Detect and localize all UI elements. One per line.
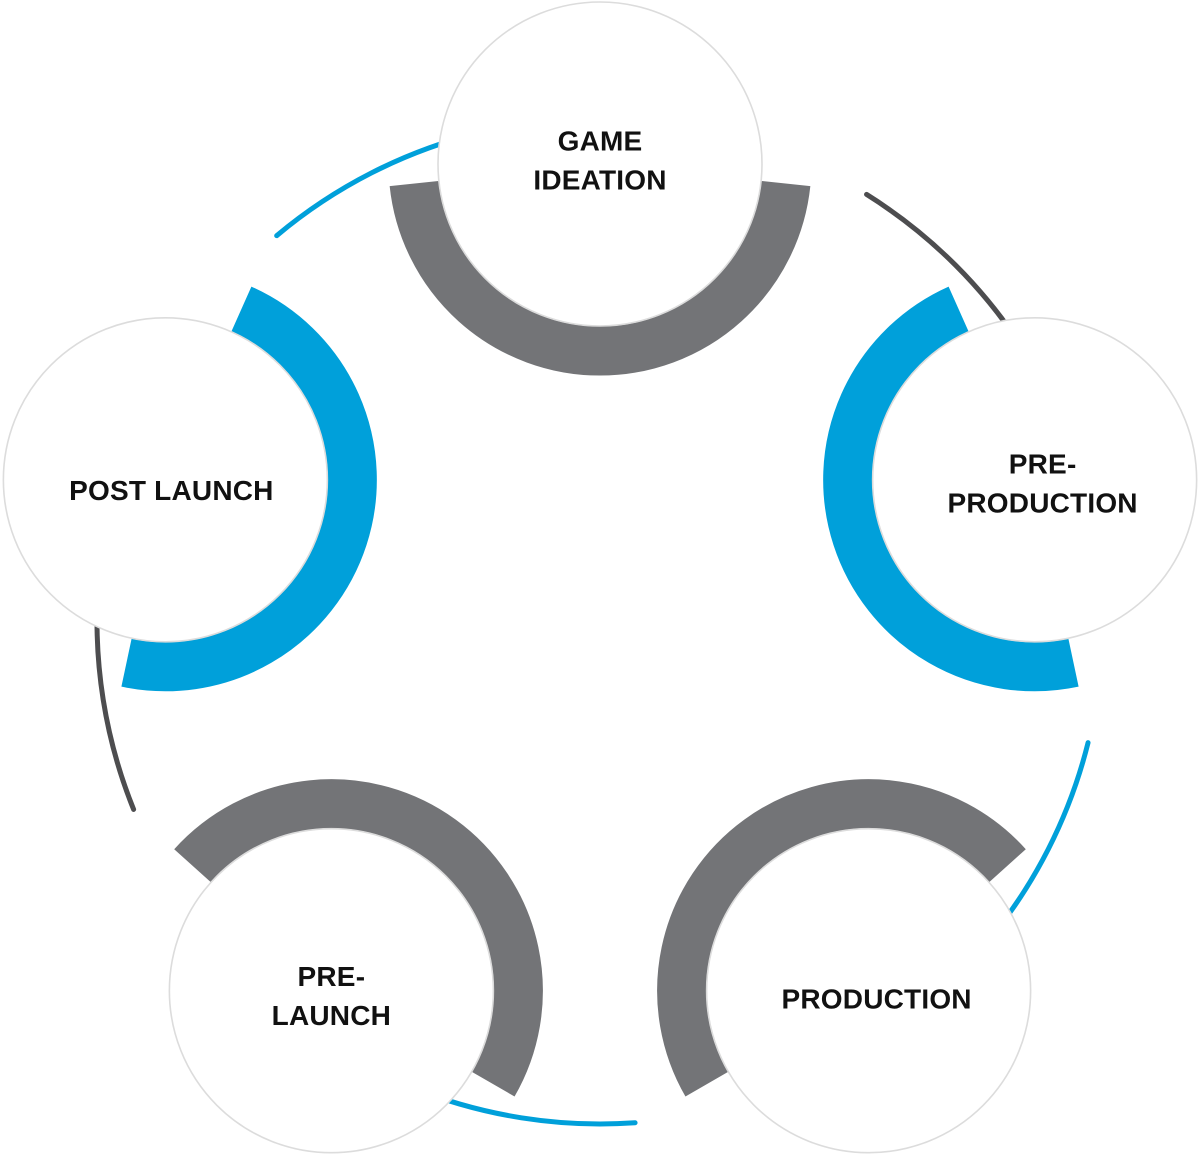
stage-label-line: GAME — [558, 126, 643, 157]
stage-arc-production — [657, 779, 1026, 1097]
stage-node-game-ideation[interactable]: GAME IDEATION — [437, 1, 763, 327]
stage-label-line: IDEATION — [533, 165, 666, 196]
stage-arc-pre-launch — [174, 779, 543, 1097]
stage-label-line: LAUNCH — [272, 1000, 391, 1031]
stage-label-line: PRE- — [298, 961, 366, 992]
stage-circle[interactable] — [2, 316, 329, 643]
stage-node-pre-production[interactable]: PRE- PRODUCTION — [871, 316, 1198, 643]
arc-layer — [121, 180, 1079, 1097]
stage-circle[interactable] — [437, 1, 763, 327]
stage-circle[interactable] — [168, 827, 495, 1154]
stage-circle[interactable] — [705, 827, 1032, 1154]
stage-node-production[interactable]: PRODUCTION — [705, 827, 1032, 1154]
stage-arc-pre-production — [823, 286, 1079, 692]
stage-label-line: PRODUCTION — [948, 487, 1138, 518]
stage-node-pre-launch[interactable]: PRE- LAUNCH — [168, 827, 495, 1154]
stage-circle[interactable] — [871, 316, 1198, 643]
stage-label-line: POST LAUNCH — [69, 475, 273, 506]
stage-label-line: PRODUCTION — [782, 984, 972, 1015]
stage-arc-post-launch — [121, 286, 377, 692]
stage-node-post-launch[interactable]: POST LAUNCH — [2, 316, 329, 643]
stage-arc-game-ideation — [389, 180, 811, 376]
stage-label-line: PRE- — [1009, 448, 1077, 479]
